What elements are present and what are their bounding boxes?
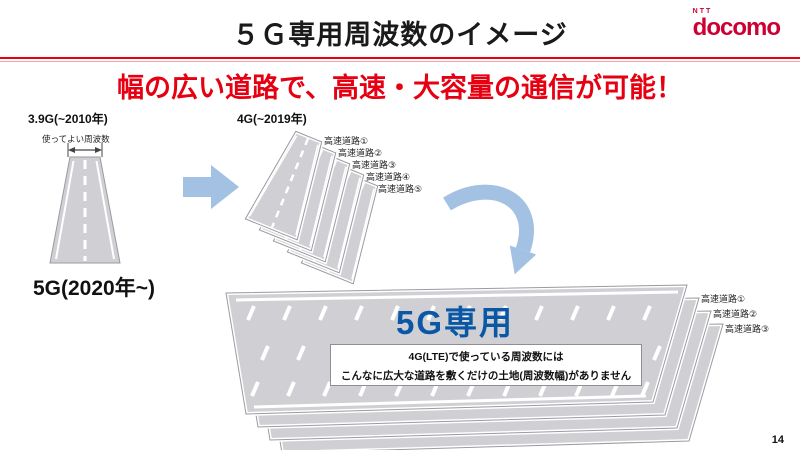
logo-ntt-text: NTT [692,8,713,15]
road-3-9g [49,156,121,264]
road-label-4g-1: 高速道路① [324,136,369,146]
road-label-5g-1: 高速道路① [701,294,746,304]
page-number: 14 [771,434,784,446]
curved-arrow-icon [443,184,537,275]
roads-4g [242,128,381,287]
headline: 幅の広い道路で、高速・大容量の通信が可能！ [117,73,683,103]
docomo-logo: NTT docomo [692,8,781,41]
note-line-1: 4G(LTE)で使っている周波数には [408,351,564,363]
road-label-4g-3: 高速道路③ [352,160,397,170]
bandwidth-measure-icon [67,143,103,157]
note-box: 4G(LTE)で使っている周波数には こんなに広大な道路を敷くだけの土地(周波数… [330,344,642,386]
bandwidth-annotation: 使ってよい周波数 [42,134,110,144]
road-label-5g-3: 高速道路③ [725,324,770,334]
road-label-5g-2: 高速道路② [713,309,758,319]
note-line-2: こんなに広大な道路を敷くだけの土地(周波数幅)がありません [340,370,632,383]
road-title-5g: 5G専用 [396,304,515,341]
road-label-4g-2: 高速道路② [338,148,383,158]
red-divider-shadow-line [0,61,800,62]
logo-docomo-text: docomo [692,14,781,41]
page-title: ５Ｇ専用周波数のイメージ [232,20,568,50]
road-label-4g-5: 高速道路⑤ [378,184,423,194]
label-5g: 5G(2020年~) [33,277,155,300]
red-divider-line [0,57,800,59]
label-3-9g: 3.9G(~2010年) [28,112,108,126]
road-label-4g-4: 高速道路④ [366,172,411,182]
right-arrow-icon [183,165,239,209]
label-4g: 4G(~2019年) [237,112,307,126]
